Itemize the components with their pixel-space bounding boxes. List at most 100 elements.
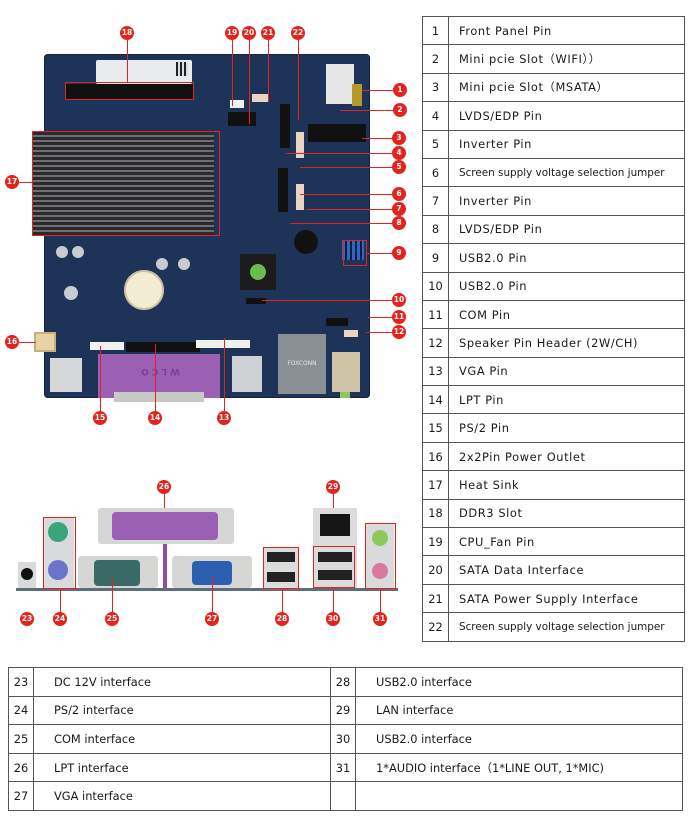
io-left-label: VGA interface — [33, 781, 331, 811]
spec-row-number: 6 — [422, 157, 449, 188]
callout-31: 31 — [373, 612, 387, 626]
ps2-port — [50, 358, 82, 392]
ddr3-slot — [66, 84, 194, 100]
dc-jack-hole — [21, 568, 33, 580]
lpt-brand-text: WLCO — [138, 366, 180, 376]
callout-26: 26 — [157, 480, 171, 494]
io-left-label: LPT interface — [33, 752, 331, 783]
io-right-number: 29 — [330, 695, 356, 726]
spec-row-label: COM Pin — [448, 299, 685, 330]
spec-row-number: 16 — [422, 441, 449, 472]
io-left-number: 26 — [8, 752, 34, 783]
spec-row-number: 18 — [422, 498, 449, 529]
lpt-port-shell — [114, 392, 204, 402]
io-right-label: LAN interface — [355, 695, 683, 726]
spec-row-number: 15 — [422, 413, 449, 443]
ps2-mouse-port — [48, 522, 68, 542]
front-panel-header — [352, 84, 362, 106]
audio-line-out-jack — [372, 530, 388, 546]
cmos-battery — [124, 270, 164, 310]
spec-row-label: VGA Pin — [448, 356, 685, 387]
highlight-ps2 — [43, 517, 76, 589]
spec-row-label: Mini pcie Slot（WIFI）） — [448, 44, 685, 74]
callout-12: 12 — [392, 325, 406, 339]
callout-4: 4 — [392, 146, 406, 160]
callout-15: 15 — [93, 411, 107, 425]
lan-port — [278, 334, 326, 394]
usb-port-top-right — [318, 552, 352, 562]
highlight-audio — [365, 523, 396, 589]
spec-row-number: 11 — [422, 299, 449, 330]
callout-1: 1 — [393, 83, 407, 97]
highlight-usb-header — [343, 240, 367, 266]
spec-row-number: 1 — [422, 15, 449, 46]
usb-port-bottom — [267, 572, 295, 582]
vga-header — [196, 340, 250, 348]
capacitor — [178, 258, 190, 270]
io-right-label — [355, 781, 683, 811]
lpt-port — [98, 354, 220, 398]
spec-row-label: SATA Data Interface — [448, 555, 685, 585]
io-left-label: DC 12V interface — [33, 667, 331, 697]
spec-row-label: CPU_Fan Pin — [448, 527, 685, 557]
io-left-number: 23 — [8, 667, 34, 697]
usb-header-black — [246, 298, 266, 304]
lvds-header-bottom — [278, 168, 288, 212]
io-left-number: 27 — [8, 781, 34, 811]
capacitor — [156, 258, 168, 270]
usb-port-top — [267, 552, 295, 562]
callout-14: 14 — [148, 411, 162, 425]
io-left-label: PS/2 interface — [33, 695, 331, 726]
lpt-divider — [163, 544, 167, 588]
callout-9: 9 — [392, 246, 406, 260]
audio-port — [332, 352, 360, 392]
callout-19: 19 — [225, 26, 239, 40]
spec-row-number: 14 — [422, 385, 449, 415]
spec-row-label: Heat Sink — [448, 470, 685, 500]
callout-2: 2 — [393, 103, 407, 117]
io-right-label: 1*AUDIO interface（1*LINE OUT, 1*MIC) — [355, 752, 683, 783]
callout-18: 18 — [120, 26, 134, 40]
spec-row-label: USB2.0 Pin — [448, 243, 685, 273]
spec-row-number: 3 — [422, 72, 449, 103]
spec-row-label: SATA Power Supply Interface — [448, 583, 685, 614]
capacitor — [64, 286, 78, 300]
spec-row-label: Front Panel Pin — [448, 15, 685, 46]
callout-24: 24 — [53, 612, 67, 626]
speaker-header — [344, 330, 358, 337]
inverter-header-bottom — [296, 184, 304, 210]
sata-power-header — [252, 94, 268, 102]
io-right-number: 30 — [330, 724, 356, 754]
io-right-number: 28 — [330, 667, 356, 697]
io-right-number: 31 — [330, 752, 356, 783]
lan-port-socket — [320, 514, 350, 536]
callout-8: 8 — [392, 216, 406, 230]
back-panel-plate — [16, 588, 398, 591]
spec-row-label: Mini pcie Slot（MSATA） — [448, 72, 685, 103]
power-outlet — [34, 332, 56, 352]
spec-row-number: 2 — [422, 44, 449, 74]
spec-row-label: Screen supply voltage selection jumper — [448, 157, 685, 188]
callout-22: 22 — [291, 26, 305, 40]
com-header — [326, 318, 348, 326]
spec-row-label: Screen supply voltage selection jumper — [448, 612, 685, 642]
highlight-usb-left — [263, 547, 299, 589]
